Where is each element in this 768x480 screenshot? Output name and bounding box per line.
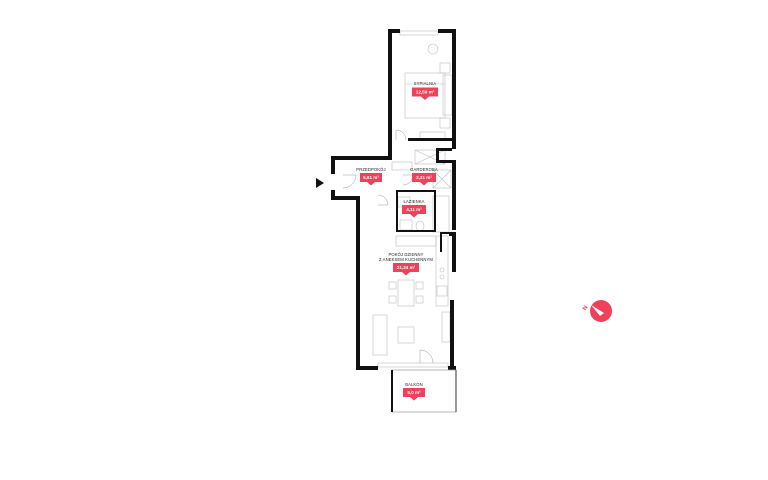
room-label-living: POKÓJ DZIENNY Z ANEKSEM KUCHENNYM 21,34 … <box>379 252 433 276</box>
bed <box>404 72 446 119</box>
chair <box>388 281 397 290</box>
area-value: 12,59 m² <box>416 90 435 95</box>
compass-letter: N <box>582 305 589 312</box>
area-badge <box>360 173 382 182</box>
area-badge-pointer <box>367 182 375 186</box>
area-badge-pointer <box>402 272 410 276</box>
room-name: SYPIALNIA <box>414 81 437 86</box>
bedroom-window <box>399 30 439 36</box>
room-label-balcony: BALKON 5,0 m² <box>403 382 425 401</box>
area-value: 21,34 m² <box>397 265 416 270</box>
area-value: 4,11 m² <box>406 207 422 212</box>
kitchen-sink <box>436 285 448 297</box>
room-label-hall: PRZEDPOKÓJ 5,61 m² <box>356 167 386 186</box>
door-swing-wardrobe <box>402 174 414 186</box>
bedroom-closet <box>442 74 453 116</box>
area-badge-pointer <box>421 96 429 100</box>
nightstand-right <box>439 62 451 74</box>
tv-unit <box>441 311 451 343</box>
nightstand-right-2 <box>439 117 451 129</box>
kitchen-counter <box>395 235 437 247</box>
hob-burner-icon-2 <box>439 274 445 280</box>
room-label-bathroom: ŁAZIENKA 4,11 m² <box>402 199 426 218</box>
chair <box>415 295 424 304</box>
room-name-line2: Z ANEKSEM KUCHENNYM <box>379 257 433 262</box>
area-value: 5,0 m² <box>407 390 421 395</box>
room-label-wardrobe: GARDEROBA 2,31 m² <box>410 167 438 186</box>
hob-burner-icon <box>439 267 445 273</box>
toilet-icon <box>415 220 425 232</box>
compass-needle <box>591 305 604 316</box>
walls <box>331 29 456 370</box>
area-badge <box>412 87 438 97</box>
door-swing-entrance <box>342 174 357 189</box>
room-label-bedroom: SYPIALNIA 12,59 m² <box>412 81 438 100</box>
area-badge <box>393 263 419 272</box>
door-swing-bathroom <box>377 194 389 206</box>
room-name-line1: POKÓJ DZIENNY <box>388 252 423 257</box>
bath-sink <box>399 219 413 231</box>
area-badge <box>403 388 425 397</box>
room-name: PRZEDPOKÓJ <box>356 167 385 172</box>
area-value: 5,61 m² <box>363 175 379 180</box>
sofa <box>372 314 388 356</box>
area-value: 2,31 m² <box>416 175 432 180</box>
door-swing-bedroom <box>395 129 407 141</box>
area-badge <box>412 173 436 182</box>
chair <box>388 295 397 304</box>
room-name: BALKON <box>405 382 423 387</box>
area-badge-pointer <box>410 397 418 401</box>
coffee-table <box>397 326 415 344</box>
area-badge-pointer <box>410 214 418 218</box>
balcony-window <box>377 362 449 368</box>
hall-closet <box>391 161 413 171</box>
area-badge <box>402 205 426 214</box>
area-badge-pointer <box>420 182 428 186</box>
chair <box>415 281 424 290</box>
room-name: ŁAZIENKA <box>403 199 424 204</box>
dining-table <box>397 279 415 307</box>
room-name: GARDEROBA <box>410 167 438 172</box>
compass-icon: N <box>582 300 612 322</box>
door-swing-balcony <box>419 349 434 364</box>
entrance-arrow-icon <box>316 178 324 188</box>
bedroom-plant-icon <box>427 43 439 55</box>
